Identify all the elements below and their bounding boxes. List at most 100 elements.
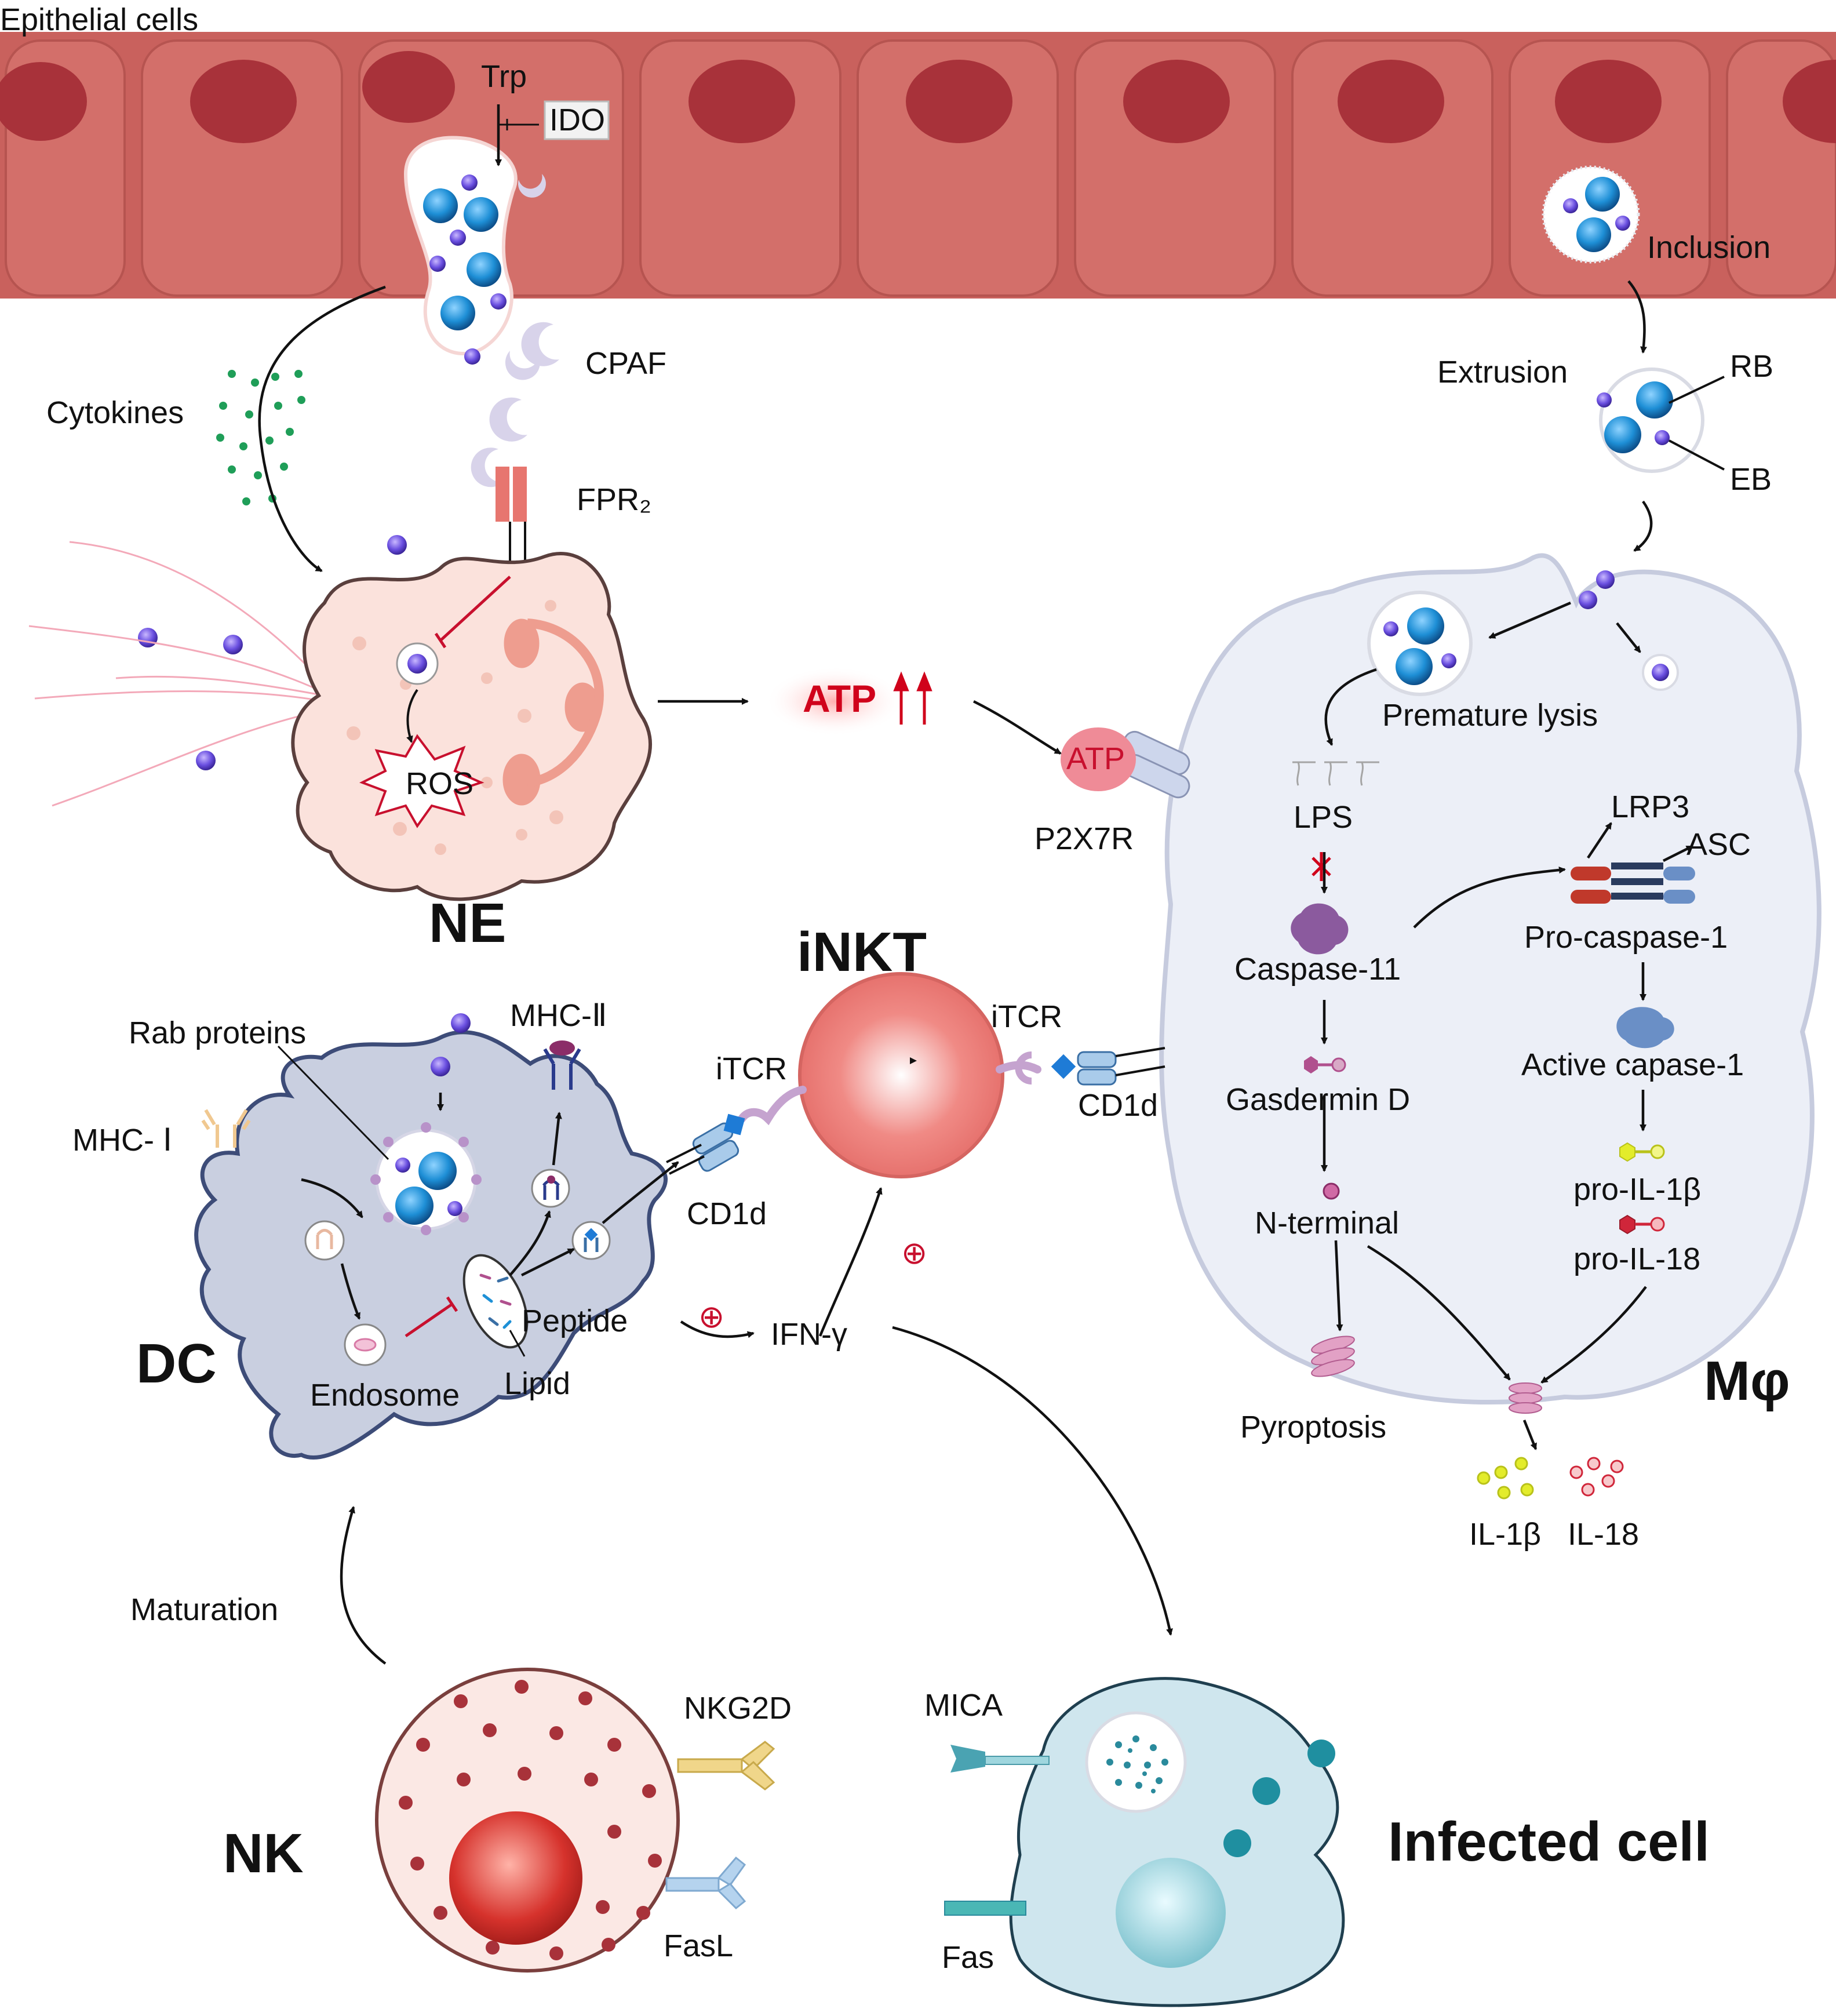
asc-label: ASC [1686,827,1751,862]
lrp3-label: LRP3 [1611,789,1689,824]
inkt-body [798,972,1004,1178]
atp-glow [765,667,904,736]
pro-il-18-icon [1619,1214,1665,1235]
mphi-label: Mφ [1704,1350,1790,1412]
lps-icon [1292,761,1379,786]
eb-particle [429,256,446,272]
eb-particle [196,751,216,770]
infected-cell-label: Infected cell [1388,1811,1710,1873]
itcr-left-label: iTCR [716,1051,787,1086]
gasdermin-d-icon [1304,1056,1346,1073]
cytokine-dots [216,370,305,505]
infected-nucleus [1116,1858,1226,1968]
rb-particle [1604,416,1641,453]
nucleus [190,60,297,143]
inclusion-label: Inclusion [1647,230,1771,265]
gasdermin-pore-icon [1509,1382,1542,1414]
inhibition-lines [405,119,539,1338]
itcr-receptor [1015,1051,1032,1085]
fasl-receptor [665,1856,746,1910]
nucleus [1123,60,1230,143]
mhc-ii-vesicle [531,1169,570,1208]
nucleus [362,51,455,123]
rab-proteins-label: Rab proteins [129,1016,306,1050]
eb-particle [450,230,466,246]
cd1d-left [666,1113,745,1175]
cd1d-right-label: CD1d [1078,1088,1158,1123]
p2x7r-label: P2X7R [1034,821,1134,856]
il-1b-label: IL-1β [1469,1517,1541,1552]
n-terminal-label: N-terminal [1255,1206,1399,1240]
eb-particle [387,535,407,555]
nucleus [688,60,795,143]
cpaf-icon [518,174,546,198]
lps-label: LPS [1294,800,1353,835]
active-caspase-1-label: Active capase-1 [1521,1047,1744,1082]
receptor-bar [496,467,509,522]
plus-sign-2: ⊕ [901,1236,927,1271]
block-x-icon [1312,852,1331,881]
pro-il-18-label: pro-IL-18 [1573,1242,1700,1276]
premature-lysis-label: Premature lysis [1382,698,1598,733]
nk-label: NK [223,1822,304,1884]
dc-label: DC [136,1333,217,1395]
ros-label: ROS [406,766,473,801]
nucleus [1338,60,1444,143]
eb-particle [223,635,243,654]
n-terminal-icon [1323,1182,1340,1200]
gasdermin-d-label: Gasdermin D [1226,1082,1410,1117]
infected-cell [944,1677,1345,2007]
itcr-right-label: iTCR [991,999,1062,1034]
eb-particle [461,174,478,191]
cd1d-left-label: CD1d [687,1196,767,1231]
atp-up-arrows [893,671,932,725]
eb-pointer [1669,439,1725,471]
rb-particle [1576,217,1611,252]
rb-particle [1585,177,1620,212]
nucleus [0,62,87,141]
mica-receptor [950,1745,1050,1773]
extrusion-label: Extrusion [1437,355,1568,390]
rb-particle [464,197,498,232]
maturation-label: Maturation [130,1592,278,1627]
macrophage [1159,553,1822,1414]
rb-particle [467,252,501,287]
nk-cell [375,1668,775,1973]
il-1b-particles [1477,1457,1534,1500]
receptor-bar [513,467,527,522]
fpr2-receptor [496,467,527,577]
atp-label: ATP [803,677,876,720]
rb-particle [423,188,458,223]
nucleus [1555,60,1662,143]
fpr2-label: FPR₂ [577,482,651,517]
pro-il-1b-icon [1619,1142,1665,1162]
rb-particle [1636,381,1673,419]
rb-particle [440,296,475,330]
itcr-receptor [738,1086,807,1126]
atp-molecule [1061,727,1136,791]
dc-body [194,1030,668,1460]
cpaf-icon [521,322,559,366]
pro-caspase-1-label: Pro-caspase-1 [1524,920,1728,955]
fasl-label: FasL [664,1928,733,1963]
atp-receptor-label: ATP [1066,741,1125,776]
neutrophil [28,541,652,901]
ifn-gamma-label: IFN-γ [771,1317,847,1352]
inkt-cell [738,972,1041,1178]
inkt-label: iNKT [797,921,927,983]
endosome-label: Endosome [310,1378,460,1413]
cpaf-icon [489,397,527,442]
pyroptosis-label: Pyroptosis [1240,1410,1386,1444]
eb-particle [138,628,158,647]
il-18-label: IL-18 [1568,1517,1639,1552]
nkg2d-label: NKG2D [684,1691,792,1726]
eb-particle [1597,392,1612,407]
mhc-i-label: MHC- Ⅰ [72,1123,172,1158]
pyroptosis-pore-icon [1311,1335,1355,1377]
eb-particle [464,348,480,365]
pro-il-1b-label: pro-IL-1β [1573,1172,1701,1207]
il-18-particles [1569,1457,1624,1497]
trp-label: Trp [481,59,527,94]
ros-burst [359,734,485,828]
